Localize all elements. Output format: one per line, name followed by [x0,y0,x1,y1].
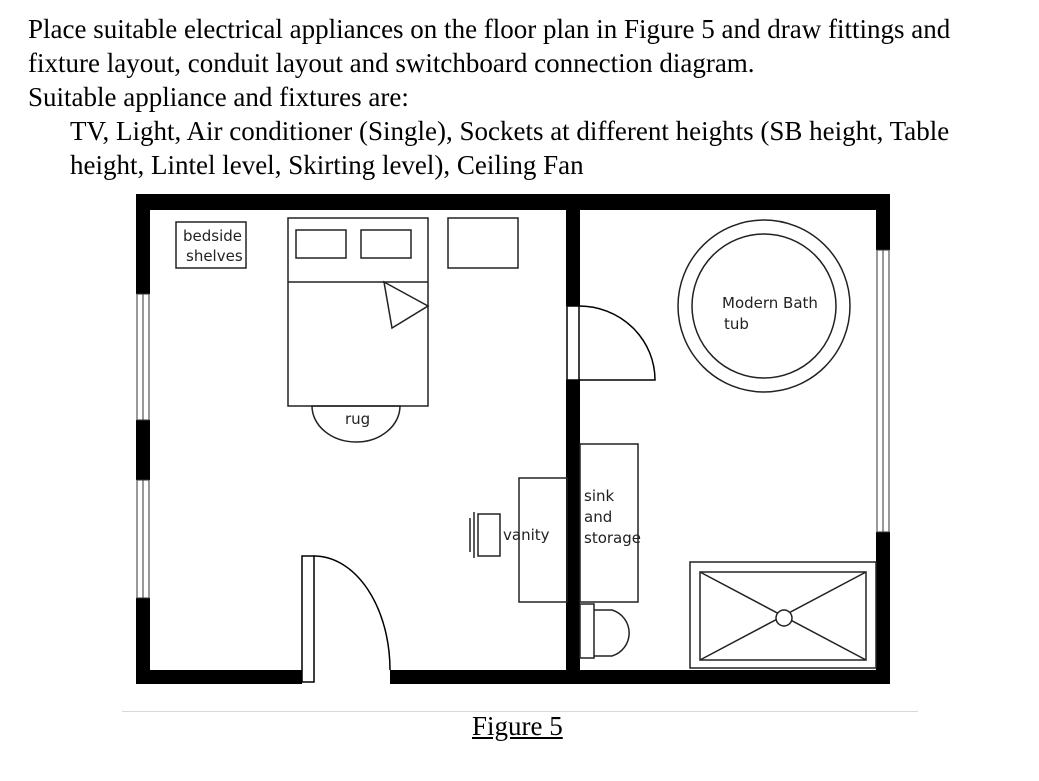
room-labels: bedside shelves rug vanity sink and stor… [183,227,818,547]
vanity-chair [469,512,501,558]
pillow-right [360,229,412,259]
pillow-left [295,229,347,259]
side-table [447,217,519,269]
sink-and-storage [579,443,639,603]
wall-top [136,194,890,210]
figure-caption: Figure 5 [472,711,563,741]
bed [287,217,429,407]
wall-bottom-left [136,670,302,684]
partition-top [566,194,580,306]
wall-left-bottom [136,598,150,684]
question-line-3: Suitable appliance and fixtures are: [28,82,409,112]
vanity-label: vanity [503,526,550,544]
rug-label: rug [345,410,370,428]
tub-label-2: tub [724,315,749,333]
tub-label-1: Modern Bath [722,294,818,312]
rug [311,405,401,443]
wall-right-bottom [876,532,890,684]
sink-label-3: storage [584,529,641,547]
walls [136,194,890,684]
main-door-swing [313,555,391,671]
question-line-2: fixture layout, conduit layout and switc… [28,48,755,78]
question-text: Place suitable electrical appliances on … [28,12,1028,182]
bedside-label-1: bedside [183,227,242,245]
bed-blanket-fold [382,280,430,330]
bath-tub-inner [691,233,837,379]
doors [301,305,656,683]
bath-door-swing [578,305,656,381]
question-line-5: height, Lintel level, Skirting level), C… [70,150,584,180]
bath-tub-outer [677,219,851,393]
question-line-4: TV, Light, Air conditioner (Single), Soc… [70,116,950,146]
shower-inner [699,571,867,661]
figure-divider [122,711,918,712]
bath-door-leaf [566,305,580,381]
shower-drain [775,609,793,627]
wall-bottom-right [390,670,890,684]
wall-left-top [136,194,150,294]
main-door-leaf [301,555,315,683]
toilet-tank [579,603,595,659]
question-line-1: Place suitable electrical appliances on … [28,14,951,44]
wall-right-top [876,194,890,250]
wall-left-middle [136,420,150,480]
sink-label-1: sink [584,487,614,505]
bedside-shelves [175,221,247,269]
partition-bottom [566,380,580,684]
windows [136,249,890,599]
sink-label-2: and [584,508,612,526]
toilet-bowl [594,609,630,657]
shower-tray [689,561,877,669]
bedroom-furniture [175,217,568,603]
vanity-table [518,477,568,603]
bathroom-fixtures [579,219,877,669]
bedside-label-2: shelves [186,247,243,265]
